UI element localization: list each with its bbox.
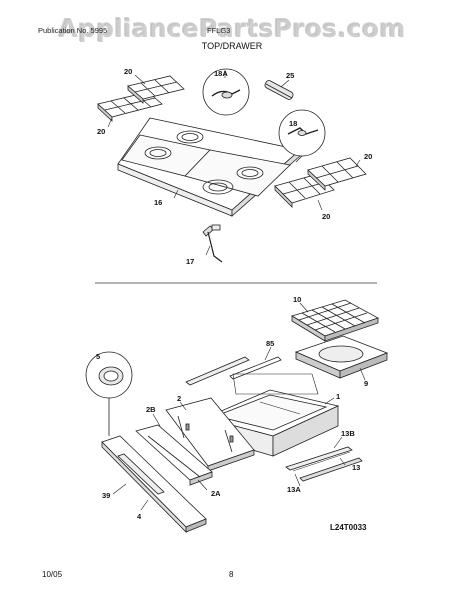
callout-label: 25 (286, 71, 294, 80)
cooktop-top-part (117, 117, 301, 217)
callout-label: 20 (322, 212, 330, 221)
callout-label: 17 (186, 257, 194, 266)
grate-part (274, 157, 367, 208)
callout-label: 13 (352, 463, 360, 472)
detail-circle-part (202, 68, 250, 116)
valve-part (202, 224, 223, 263)
detail-circle-part (278, 109, 326, 163)
callout-label: 5 (96, 352, 100, 361)
callout-label: 10 (293, 295, 301, 304)
callout-label: 1 (336, 392, 340, 401)
callout-label: 39 (102, 491, 110, 500)
broiler-rack-part (291, 299, 379, 342)
slide-part (185, 356, 282, 386)
callout-label: 85 (266, 339, 274, 348)
callout-label: 2B (146, 405, 156, 414)
knob-detail-circle (85, 351, 133, 436)
section-title: TOP/DRAWER (201, 41, 263, 51)
callout-label: 13A (287, 485, 301, 494)
callout-label: 2A (211, 489, 221, 498)
callout-label: 20 (97, 127, 105, 136)
watermark-text: AppliancePartsPros.com (58, 14, 406, 43)
callout-label: 20 (364, 152, 372, 161)
grate-part (97, 75, 185, 122)
callout-label: 4 (137, 512, 142, 521)
page-number: 8 (229, 570, 234, 579)
callout-label: 20 (124, 67, 132, 76)
broiler-pan-part (294, 335, 389, 379)
igniter-part (264, 80, 294, 100)
callout-label: 13B (341, 429, 355, 438)
callout-label: 18 (289, 119, 297, 128)
publication-number: Publication No. 5995 (38, 26, 108, 35)
footer-date: 10/05 (42, 570, 63, 579)
diagram-code: L24T0033 (330, 523, 367, 532)
drawer-front-part (101, 435, 207, 533)
callout-label: 2 (177, 394, 181, 403)
callout-label: 9 (364, 379, 368, 388)
drawer-inner-panel-part (135, 424, 213, 486)
model-number: FFLG3 (207, 26, 231, 35)
drawer-slide-part (285, 446, 363, 482)
callout-label: 16 (154, 198, 162, 207)
callout-label: 18A (214, 69, 228, 78)
